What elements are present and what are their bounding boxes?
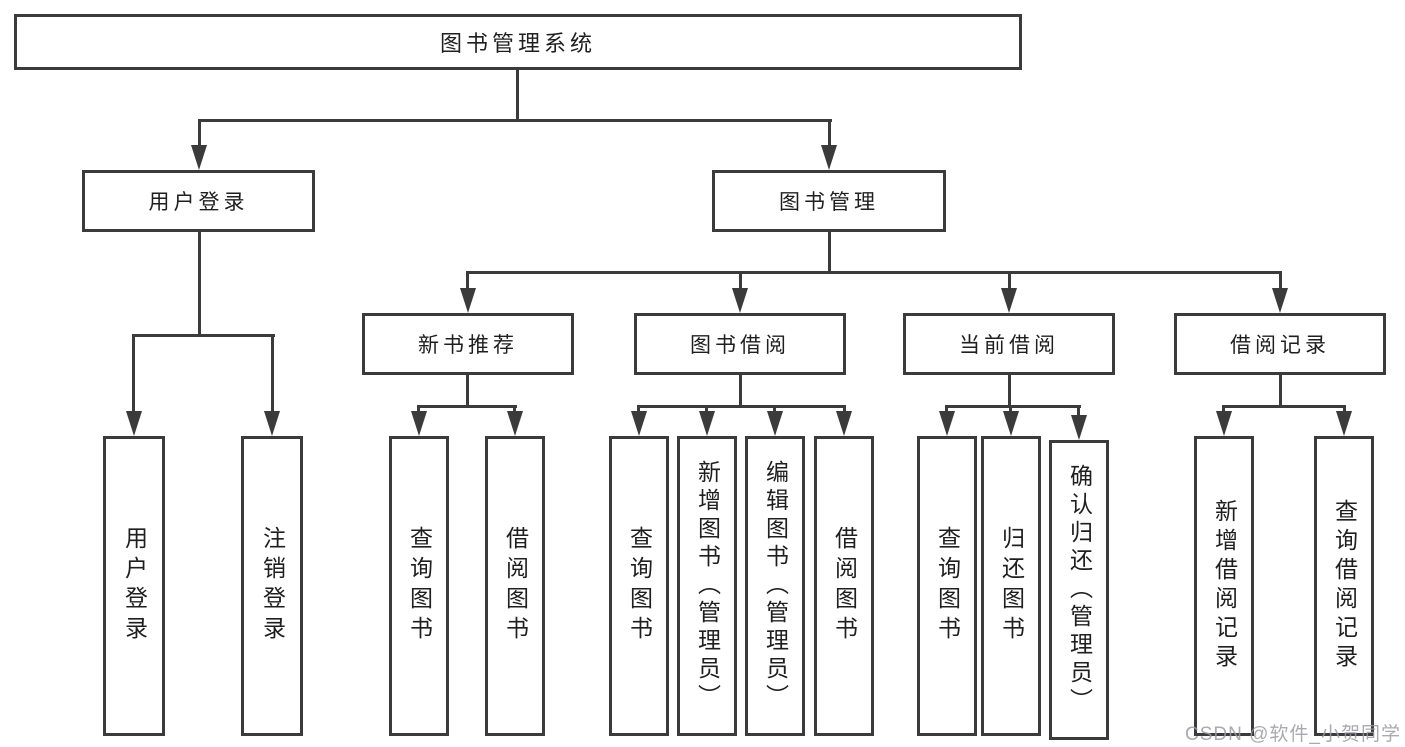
arrow-down-icon [1003,411,1019,436]
node-label: 当前借阅 [959,334,1059,357]
arrow-down-icon [699,411,715,436]
connector-line [516,70,519,122]
connector-line [1008,271,1011,293]
arrow-down-icon [1216,411,1232,436]
leaf-nbr-borrow-books: 借阅图书 [485,436,545,736]
arrow-down-icon [507,411,523,436]
connector-line [1222,405,1346,408]
leaf-label: 查询借阅记录 [1331,499,1358,673]
connector-line [843,405,846,415]
node-label: 用户登录 [148,191,249,214]
leaf-label: 查询图书 [626,526,653,646]
arrow-down-icon [191,145,207,170]
leaf-label: 查询图书 [406,526,433,646]
arrow-down-icon [126,411,142,436]
leaf-label: 归还图书 [998,526,1025,646]
connector-line [466,271,469,293]
leaf-user-login: 用户登录 [103,436,165,736]
leaf-bb-edit-books: 编辑图书（管理员） [745,436,805,736]
leaf-label: 编辑图书（管理员） [762,460,789,712]
node-label: 图书借阅 [690,334,790,357]
connector-line [198,119,201,149]
connector-line [739,375,742,407]
leaf-label: 查询图书 [934,526,961,646]
connector-line [417,405,420,415]
connector-line [271,334,274,414]
connector-line [132,334,135,414]
leaf-label: 新增借阅记录 [1211,499,1238,673]
arrow-down-icon [821,145,837,170]
arrow-down-icon [631,411,647,436]
leaf-label: 新增图书（管理员） [694,460,721,712]
connector-line [198,232,201,337]
node-label: 图书管理 [779,191,879,214]
connector-line [513,405,516,415]
leaf-cb-return-books: 归还图书 [981,436,1041,736]
connector-line [637,405,640,415]
leaf-label: 注销登录 [259,526,286,646]
leaf-bb-query-books: 查询图书 [609,436,669,736]
arrow-down-icon [1272,288,1288,313]
node-book-borrowing: 图书借阅 [634,313,846,375]
node-user-login: 用户登录 [82,170,315,232]
connector-line [198,119,832,122]
connector-line [739,271,742,293]
leaf-bb-add-books: 新增图书（管理员） [677,436,737,736]
arrow-down-icon [732,288,748,313]
connector-line [945,405,1081,408]
connector-line [637,405,846,408]
connector-line [828,232,831,274]
connector-line [945,405,948,415]
connector-line [466,375,469,407]
connector-line [417,405,517,408]
connector-line [1222,405,1225,415]
connector-line [132,334,275,337]
arrow-down-icon [1001,288,1017,313]
leaf-label: 借阅图书 [502,526,529,646]
leaf-bb-borrow-books: 借阅图书 [814,436,874,736]
leaf-br-query-record: 查询借阅记录 [1314,436,1374,736]
node-borrowing-records: 借阅记录 [1174,313,1386,375]
arrow-down-icon [836,411,852,436]
node-book-management: 图书管理 [712,170,946,232]
leaf-br-add-record: 新增借阅记录 [1194,436,1254,736]
connector-line [1077,405,1080,419]
leaf-label: 确认归还（管理员） [1066,464,1093,716]
connector-line [1343,405,1346,415]
leaf-cb-confirm-return: 确认归还（管理员） [1049,440,1109,740]
leaf-label: 用户登录 [121,526,148,646]
node-label: 图书管理系统 [439,31,596,56]
arrow-down-icon [264,411,280,436]
node-label: 新书推荐 [418,334,518,357]
connector-line [773,405,776,415]
node-current-borrowing: 当前借阅 [903,313,1115,375]
connector-line [1279,375,1282,407]
leaf-nbr-query-books: 查询图书 [389,436,449,736]
node-label: 借阅记录 [1230,334,1330,357]
connector-line [1008,375,1011,407]
leaf-cb-query-books: 查询图书 [917,436,977,736]
connector-line [466,271,1282,274]
node-library-system: 图书管理系统 [14,14,1022,70]
arrow-down-icon [1071,415,1087,440]
leaf-logout: 注销登录 [241,436,303,736]
arrow-down-icon [939,411,955,436]
arrow-down-icon [460,288,476,313]
watermark: CSDN @软件_小贺同学 [1185,724,1401,745]
connector-line [705,405,708,415]
arrow-down-icon [411,411,427,436]
node-new-book-recommend: 新书推荐 [362,313,574,375]
connector-line [1009,405,1012,415]
leaf-label: 借阅图书 [831,526,858,646]
arrow-down-icon [767,411,783,436]
arrow-down-icon [1336,411,1352,436]
connector-line [1279,271,1282,293]
connector-line [828,119,831,149]
